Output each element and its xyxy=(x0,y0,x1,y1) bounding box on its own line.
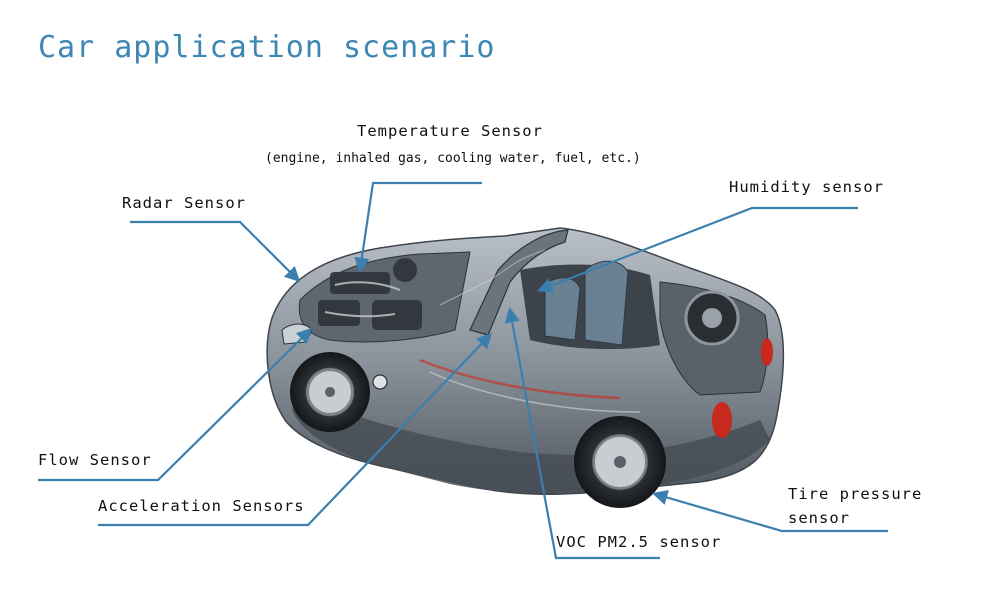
flow-sensor-label: Flow Sensor xyxy=(38,451,152,469)
temperature-sensor-detail: (engine, inhaled gas, cooling water, fue… xyxy=(265,151,641,166)
rear-wheel xyxy=(574,416,666,508)
humidity-leader xyxy=(537,206,858,293)
acceleration-leader xyxy=(98,332,493,527)
tire-pressure-label-line1: Tire pressure xyxy=(788,485,923,503)
radar-leader xyxy=(130,220,301,283)
tire-leader xyxy=(652,490,888,533)
voc-pm25-sensor-label: VOC PM2.5 sensor xyxy=(556,533,722,551)
leader-lines xyxy=(38,181,888,560)
voc-leader xyxy=(504,306,660,560)
page-title: Car application scenario xyxy=(38,30,496,65)
tire-pressure-label-line2: sensor xyxy=(788,509,850,527)
temperature-leader xyxy=(354,181,482,274)
temperature-sensor-label: Temperature Sensor xyxy=(357,122,543,140)
front-wheel xyxy=(290,352,370,432)
acceleration-sensors-label: Acceleration Sensors xyxy=(98,497,305,515)
flow-leader xyxy=(38,327,313,482)
radar-sensor-label: Radar Sensor xyxy=(122,194,246,212)
humidity-sensor-label: Humidity sensor xyxy=(729,178,884,196)
